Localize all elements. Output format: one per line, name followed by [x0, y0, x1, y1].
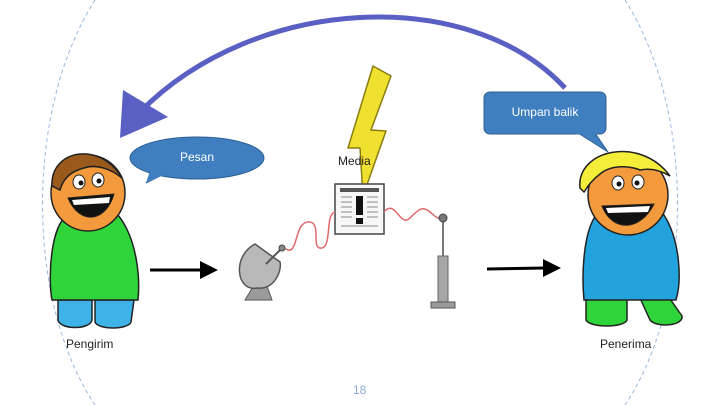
receiver-character [579, 150, 683, 327]
feedback-bubble-label: Umpan balik [511, 105, 579, 119]
media-label: Media [338, 154, 371, 168]
signal-wave-left [282, 211, 336, 251]
newspaper-icon [334, 183, 385, 235]
signal-wave-right [383, 207, 444, 221]
antenna-icon [430, 213, 456, 309]
guide-circle-right [624, 0, 678, 405]
sender-character [49, 153, 140, 329]
arrow-sender-to-media [150, 261, 218, 279]
message-bubble [129, 136, 265, 184]
satellite-dish-icon [238, 243, 286, 301]
sender-label: Pengirim [66, 337, 114, 351]
lightning-icon [347, 65, 392, 197]
message-bubble-label: Pesan [179, 150, 215, 164]
feedback-arrow [120, 14, 567, 138]
guide-circle-left [42, 0, 96, 405]
feedback-bubble [483, 91, 609, 153]
arrow-media-to-receiver [486, 259, 561, 277]
page-number: 18 [353, 383, 367, 397]
receiver-label: Penerima [600, 337, 652, 351]
